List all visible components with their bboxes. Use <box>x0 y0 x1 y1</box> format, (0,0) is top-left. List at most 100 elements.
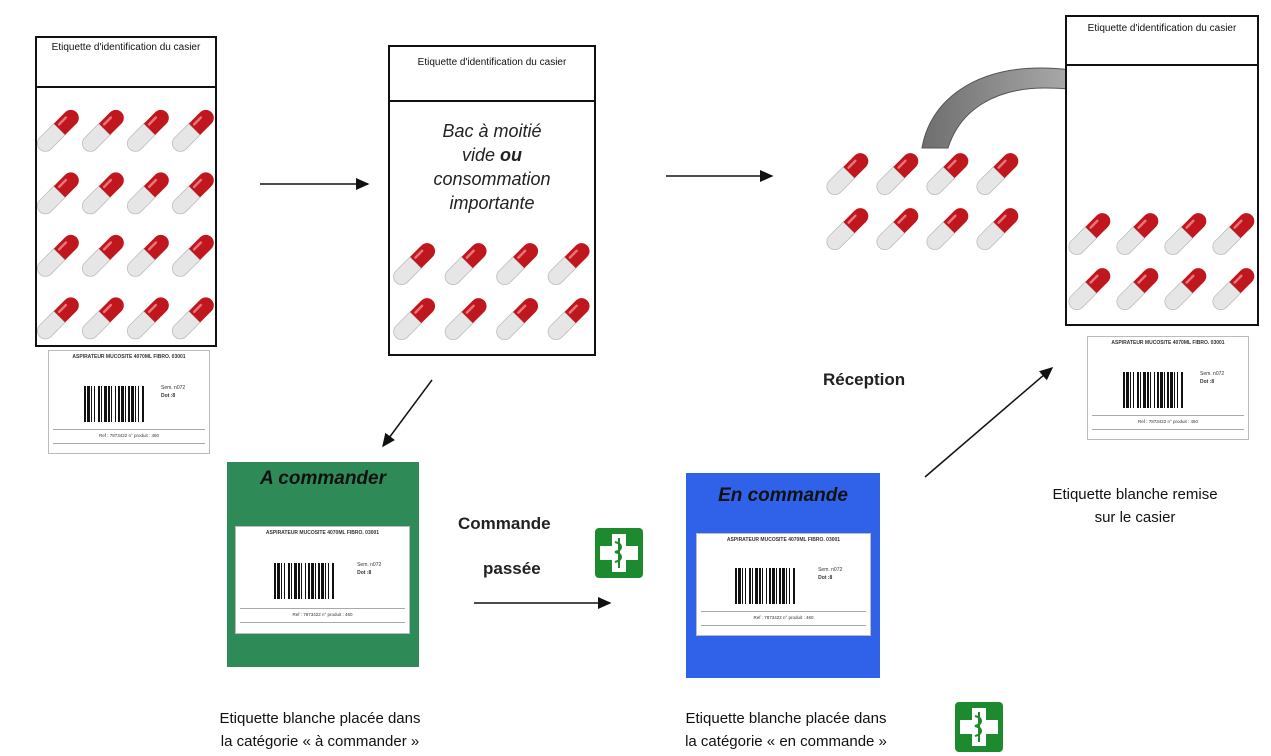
capsule-icon <box>171 109 214 152</box>
barcode-bar <box>752 568 754 605</box>
barcode-bar <box>325 563 327 600</box>
barcode-bar <box>301 563 303 600</box>
barcode-bar <box>298 563 301 600</box>
barcode-bar <box>98 385 101 422</box>
pill-grid-refilled <box>1068 213 1255 311</box>
barcode-bar <box>94 385 96 422</box>
note-line4: importante <box>449 193 535 213</box>
note-line2: vide ou <box>390 143 594 167</box>
barcode-bar <box>121 385 125 422</box>
category-en-commande: En commande ASPIRATEUR MUCOSITE 4070ML F… <box>686 473 880 678</box>
caption-ordered: Etiquette blanche placée dans la catégor… <box>626 707 946 753</box>
label-card-dot: Dot :8 <box>818 575 833 582</box>
pharmacy-cross-icon-glyph <box>960 708 998 746</box>
barcode <box>735 568 796 605</box>
label-card-sem: Sem. n072 <box>357 561 382 568</box>
capsule-icon <box>444 243 487 286</box>
capsule-icon <box>126 172 169 215</box>
pharmacy-cross-icon <box>595 528 643 578</box>
label-card-title: ASPIRATEUR MUCOSITE 4070ML FIBRO. 03001 <box>72 354 186 360</box>
barcode-bar <box>142 385 145 422</box>
label-divider <box>701 610 866 612</box>
barcode-bar <box>1130 371 1132 408</box>
capsule-icon <box>171 297 214 340</box>
bin-half-empty: Etiquette d'identification du casier Bac… <box>388 45 596 356</box>
category-title: En commande <box>718 485 848 506</box>
capsule-icon <box>1212 268 1255 311</box>
barcode <box>1123 371 1184 408</box>
barcode-bar <box>1140 371 1142 408</box>
capsule-icon <box>126 297 169 340</box>
barcode-bar <box>91 385 93 422</box>
label-card-dot: Dot :8 <box>1200 378 1215 385</box>
caption-order: Etiquette blanche placée dans la catégor… <box>160 707 480 753</box>
barcode-bar <box>284 563 286 600</box>
order-placed-line2: passée <box>483 559 541 578</box>
label-card-sem: Sem. n072 <box>818 567 843 574</box>
pharmacy-cross-icon <box>955 702 1003 752</box>
capsule-icon <box>37 297 79 340</box>
barcode-bar <box>315 563 317 600</box>
note-line3: consommation <box>433 169 551 189</box>
capsule-icon <box>1164 213 1207 256</box>
label-card-sem: Sem. n072 <box>161 384 186 391</box>
capsule-icon <box>496 243 539 286</box>
barcode-bar <box>294 563 298 600</box>
pill-grid-half <box>393 243 590 341</box>
barcode-bar <box>1143 371 1147 408</box>
caption-return-line2: sur le casier <box>1094 509 1176 526</box>
label-card-dot: Dot :8 <box>161 392 176 399</box>
caption-ordered-line2: la catégorie « en commande » <box>685 733 887 750</box>
capsule-icon <box>1116 213 1159 256</box>
label-divider <box>53 442 205 444</box>
barcode-bar <box>118 385 121 422</box>
barcode-bar <box>101 385 103 422</box>
capsule-icon <box>876 153 919 196</box>
barcode-bar <box>281 563 283 600</box>
bin-full: Etiquette d'identification du casier <box>35 36 217 347</box>
capsule-icon <box>547 243 590 286</box>
barcode-bar <box>789 568 791 605</box>
barcode-bar <box>1123 371 1126 408</box>
barcode-bar <box>104 385 108 422</box>
capsule-icon <box>126 234 169 277</box>
barcode-bar <box>793 568 796 605</box>
capsule-icon <box>976 153 1019 196</box>
capsule-icon <box>81 234 124 277</box>
barcode-bar <box>111 385 113 422</box>
capsule-icon <box>444 298 487 341</box>
capsule-icon <box>976 208 1019 251</box>
barcode-bar <box>766 568 768 605</box>
barcode-bar <box>1150 371 1152 408</box>
barcode-bar <box>87 385 91 422</box>
half-empty-note: Bac à moitié vide ou consommation import… <box>390 119 594 215</box>
capsule-icon <box>826 153 869 196</box>
capsule-icon <box>37 109 79 152</box>
barcode <box>84 385 145 422</box>
barcode-bar <box>305 563 307 600</box>
capsule-icon <box>126 109 169 152</box>
pill-grid-received <box>826 153 1019 251</box>
pharmacy-cross-icon-glyph <box>600 534 638 572</box>
barcode-bar <box>1174 371 1176 408</box>
capsule-icon <box>171 172 214 215</box>
barcode-bar <box>1160 371 1164 408</box>
note-line2-pre: vide <box>461 145 501 165</box>
barcode-bar <box>274 563 277 600</box>
barcode-bar <box>742 568 744 605</box>
arrow-ordered-to-return <box>924 367 1054 478</box>
arrow-bin-to-order <box>382 379 433 448</box>
bin-header: Etiquette d'identification du casier <box>37 38 215 88</box>
barcode-bar <box>1126 371 1130 408</box>
barcode-bar <box>749 568 752 605</box>
capsule-icon <box>876 208 919 251</box>
capsule-icon <box>1068 213 1111 256</box>
barcode-bar <box>759 568 762 605</box>
category-a-commander: A commander ASPIRATEUR MUCOSITE 4070ML F… <box>227 462 419 667</box>
